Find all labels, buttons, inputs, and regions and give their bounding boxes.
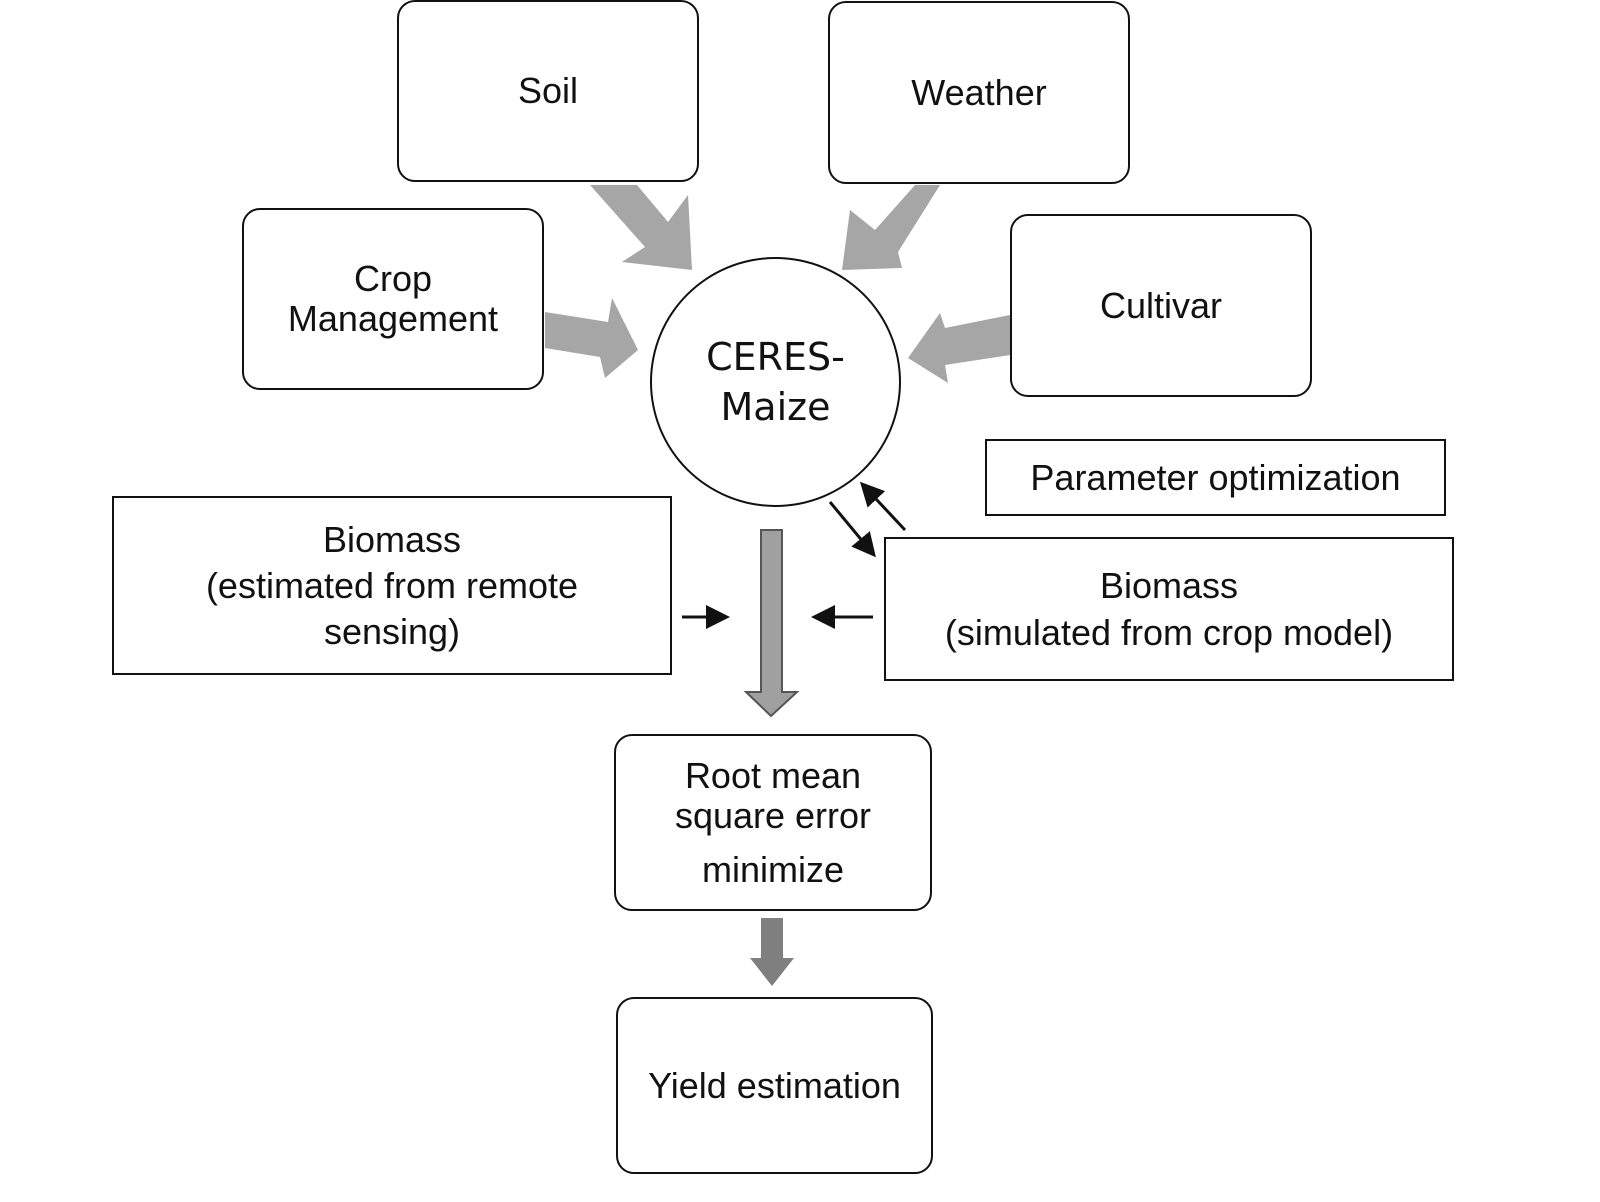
rmse-minimize-node: Root mean square error minimize <box>614 734 932 911</box>
biomass-remote-label-line3: sensing) <box>323 610 461 652</box>
soil-label: Soil <box>517 70 579 111</box>
arrow-cultivar-to-model <box>908 313 1010 383</box>
weather-label: Weather <box>911 71 1047 113</box>
crop-management-label-line1: Crop <box>353 258 433 299</box>
rmse-label-line2: square error <box>674 794 872 836</box>
arrow-soil-to-model <box>590 185 692 270</box>
arrow-weather-to-model <box>842 185 940 270</box>
rmse-label-line1: Root mean <box>684 754 862 796</box>
parameter-optimization-label: Parameter optimization <box>1030 456 1401 498</box>
biomass-remote-label-line1: Biomass <box>322 518 462 560</box>
rmse-label-line3: minimize <box>701 848 844 890</box>
cultivar-label: Cultivar <box>1099 284 1223 326</box>
arrow-rmse-to-yield <box>750 918 794 986</box>
arrow-optimization-to-model <box>859 481 907 532</box>
biomass-simulated-label-line2: (simulated from crop model) <box>944 612 1394 653</box>
ceres-maize-label-line1: CERES- <box>706 335 845 379</box>
biomass-simulated-label-line1: Biomass <box>1099 565 1239 606</box>
biomass-remote-sensing-node: Biomass (estimated from remote sensing) <box>112 496 672 675</box>
ceres-maize-label-line2: Maize <box>720 385 831 429</box>
biomass-simulated-node: Biomass (simulated from crop model) <box>884 537 1454 681</box>
yield-estimation-label: Yield estimation <box>648 1064 901 1106</box>
crop-management-node: Crop Management <box>242 208 544 390</box>
crop-management-label-line2: Management <box>287 298 499 339</box>
weather-node: Weather <box>828 1 1130 184</box>
arrow-comparison-to-rmse <box>743 529 800 718</box>
cultivar-node: Cultivar <box>1010 214 1312 397</box>
arrow-model-to-simulated-biomass <box>828 501 876 558</box>
ceres-maize-model-node: CERES- Maize <box>650 257 901 507</box>
arrow-crop-management-to-model <box>545 298 638 378</box>
biomass-remote-label-line2: (estimated from remote <box>205 564 579 606</box>
yield-estimation-node: Yield estimation <box>616 997 933 1174</box>
parameter-optimization-node: Parameter optimization <box>985 439 1446 516</box>
soil-node: Soil <box>397 0 699 182</box>
